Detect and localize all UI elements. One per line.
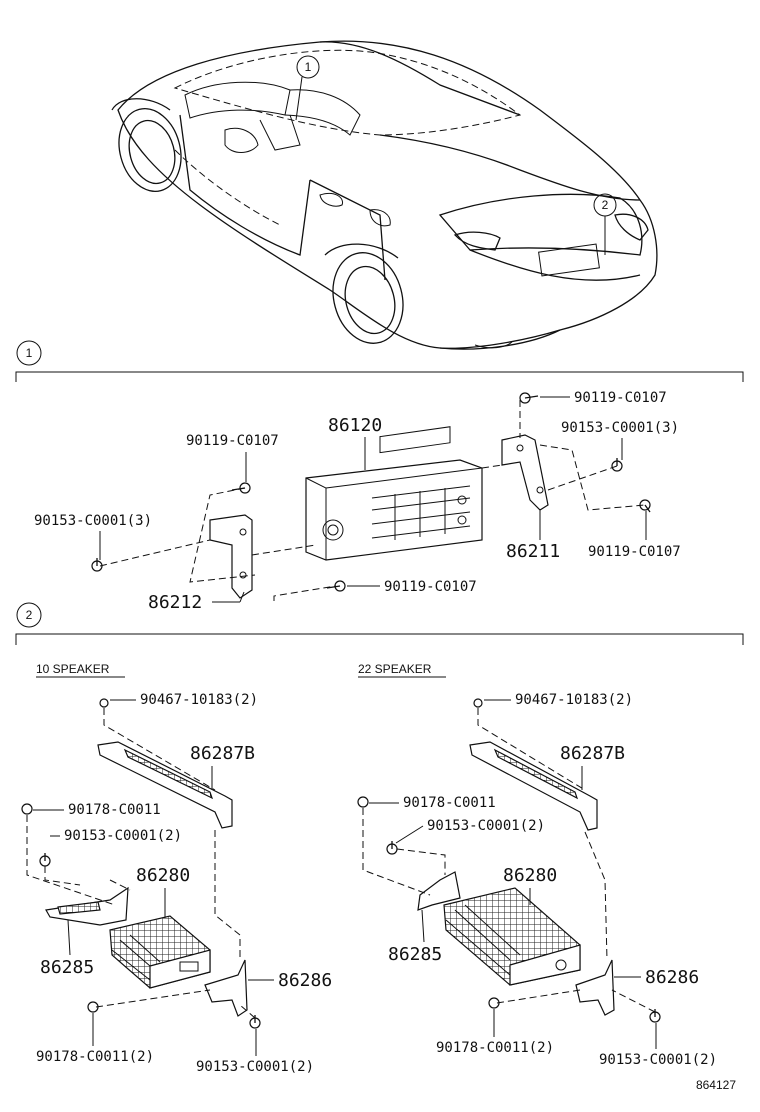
nut-icon — [357, 698, 500, 1009]
label-10-bracket-left: 86285 — [40, 957, 94, 978]
callout-2: 2 — [602, 198, 609, 212]
label-22-bracket-left: 86285 — [388, 944, 442, 965]
label-22-bracket-right: 86286 — [645, 967, 699, 988]
label-bolt-right: 90153-C0001(3) — [561, 420, 679, 436]
label-screw-top-right: 90119-C0107 — [574, 390, 667, 406]
heading-10-speaker: 10 SPEAKER — [36, 662, 110, 676]
section-1-marker: 1 — [26, 346, 33, 360]
front-wheel — [111, 98, 182, 192]
group-22-speaker: 22 SPEAKER — [357, 662, 717, 1068]
label-10-amplifier: 86280 — [136, 865, 190, 886]
label-10-bolt-bottom: 90153-C0001(2) — [196, 1059, 314, 1075]
label-22-bolt-mid: 90153-C0001(2) — [427, 818, 545, 834]
heading-22-speaker: 22 SPEAKER — [358, 662, 432, 676]
callout-1: 1 — [305, 60, 312, 74]
section-2-marker: 2 — [26, 608, 33, 622]
label-10-nut-bottom: 90178-C0011(2) — [36, 1049, 154, 1065]
group-10-speaker: 10 SPEAKER — [21, 662, 332, 1075]
label-10-bracket-right: 86286 — [278, 970, 332, 991]
label-screw-bottom: 90119-C0107 — [384, 579, 477, 595]
bolt-icon — [91, 458, 623, 572]
car-illustration: 1 2 — [111, 40, 658, 350]
label-bolt-left: 90153-C0001(3) — [34, 513, 152, 529]
label-22-bracket-top: 86287B — [560, 743, 625, 764]
bolt-icon — [39, 853, 261, 1029]
label-10-bracket-top: 86287B — [190, 743, 255, 764]
label-screw-left-top: 90119-C0107 — [186, 433, 279, 449]
nut-icon — [21, 698, 109, 1013]
audio-unit — [305, 426, 483, 561]
label-22-nut-mid: 90178-C0011 — [403, 795, 496, 811]
label-10-bolt-mid: 90153-C0001(2) — [64, 828, 182, 844]
section-2: 2 10 SPEAKER — [15, 602, 744, 1075]
label-bracket-left: 86212 — [148, 592, 202, 613]
section-1: 1 — [15, 340, 744, 613]
label-22-amplifier: 86280 — [503, 865, 557, 886]
label-10-nut-top: 90467-10183(2) — [140, 692, 258, 708]
label-screw-right-bottom: 90119-C0107 — [588, 544, 681, 560]
label-bracket-right: 86211 — [506, 541, 560, 562]
label-10-nut-mid: 90178-C0011 — [68, 802, 161, 818]
rear-wheel — [324, 243, 404, 344]
illustration-code: 864127 — [696, 1078, 736, 1092]
label-audio-unit: 86120 — [328, 415, 382, 436]
label-22-bolt-bottom: 90153-C0001(2) — [599, 1052, 717, 1068]
label-22-nut-top: 90467-10183(2) — [515, 692, 633, 708]
label-22-nut-bottom: 90178-C0011(2) — [436, 1040, 554, 1056]
